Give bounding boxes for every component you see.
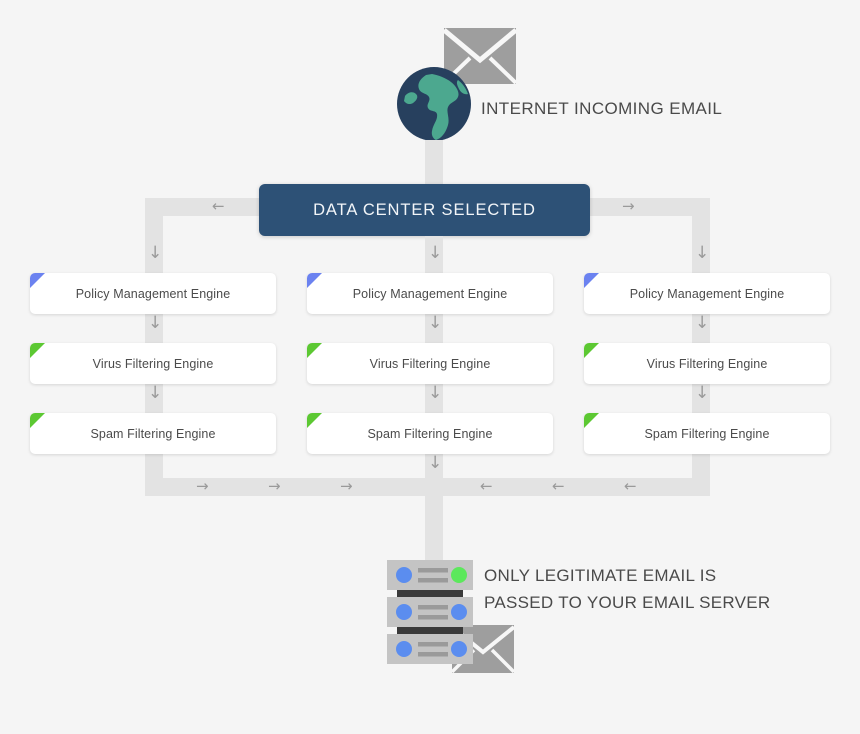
corner-accent-green [30,413,45,428]
engine-box-center-virus[interactable]: Virus Filtering Engine [307,343,553,384]
engine-label: Policy Management Engine [352,286,508,301]
engine-label: Virus Filtering Engine [369,356,491,371]
caption-line-1: ONLY LEGITIMATE EMAIL IS [484,566,717,585]
engine-box-left-virus[interactable]: Virus Filtering Engine [30,343,276,384]
engine-label: Virus Filtering Engine [646,356,768,371]
globe-icon [396,66,472,147]
engine-label: Spam Filtering Engine [367,426,493,441]
arrow-bottom-left-1: ← [480,477,493,495]
arrow-bottom-right-3: → [340,477,353,495]
arrow-top-right: → [622,197,635,215]
arrow-down-left-1: ↓ [148,243,163,263]
arrow-bottom-left-2: ← [552,477,565,495]
corner-accent-blue [584,273,599,288]
arrow-bottom-right-1: → [196,477,209,495]
arrow-down-right-2: ↓ [695,313,710,333]
engine-label: Policy Management Engine [75,286,231,301]
caption-line-2: PASSED TO YOUR EMAIL SERVER [484,593,771,612]
corner-accent-blue [30,273,45,288]
engine-box-left-policy[interactable]: Policy Management Engine [30,273,276,314]
rail-bottom-to-server [425,496,443,562]
corner-accent-green [307,413,322,428]
arrow-bottom-right-2: → [268,477,281,495]
arrow-down-center-3: ↓ [428,383,443,403]
rail-bottom-horizontal [145,478,710,496]
engine-label: Spam Filtering Engine [644,426,770,441]
engine-label: Policy Management Engine [629,286,785,301]
arrow-down-right-3: ↓ [695,383,710,403]
corner-accent-green [307,343,322,358]
engine-box-right-virus[interactable]: Virus Filtering Engine [584,343,830,384]
engine-box-left-spam[interactable]: Spam Filtering Engine [30,413,276,454]
engine-label: Spam Filtering Engine [90,426,216,441]
engine-box-center-spam[interactable]: Spam Filtering Engine [307,413,553,454]
engine-box-center-policy[interactable]: Policy Management Engine [307,273,553,314]
rail-globe-to-banner [425,140,443,186]
arrow-top-left: ← [212,197,225,215]
arrow-down-left-3: ↓ [148,383,163,403]
engine-box-right-spam[interactable]: Spam Filtering Engine [584,413,830,454]
corner-accent-blue [307,273,322,288]
engine-box-right-policy[interactable]: Policy Management Engine [584,273,830,314]
engine-label: Virus Filtering Engine [92,356,214,371]
legitimate-email-caption: ONLY LEGITIMATE EMAIL IS PASSED TO YOUR … [484,562,771,616]
data-center-selected-banner[interactable]: DATA CENTER SELECTED [259,184,590,236]
arrow-down-left-2: ↓ [148,313,163,333]
arrow-bottom-left-3: ← [624,477,637,495]
arrow-down-center-1: ↓ [428,243,443,263]
arrow-down-center-4: ↓ [428,453,443,473]
banner-label: DATA CENTER SELECTED [313,200,536,219]
server-stack-icon [385,560,475,670]
corner-accent-green [30,343,45,358]
arrow-down-right-1: ↓ [695,243,710,263]
corner-accent-green [584,413,599,428]
corner-accent-green [584,343,599,358]
internet-incoming-email-caption: INTERNET INCOMING EMAIL [481,99,723,118]
arrow-down-center-2: ↓ [428,313,443,333]
